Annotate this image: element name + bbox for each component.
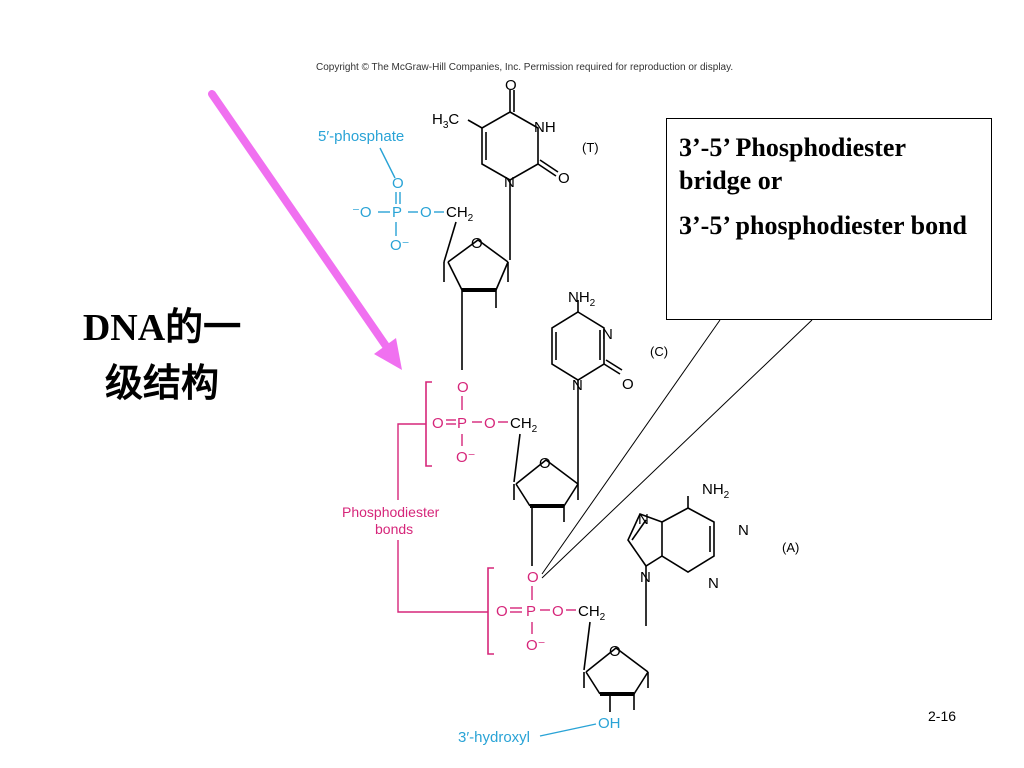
three-prime-hydroxyl-label: 3′-hydroxyl xyxy=(458,729,530,746)
atom-ominus: O⁻ xyxy=(456,449,476,466)
atom-o: O xyxy=(558,170,570,187)
atom-o: O xyxy=(539,455,551,472)
base-label-a: (A) xyxy=(782,540,799,555)
cytosine-labels: NH2 N O N (C) xyxy=(568,289,668,394)
callout-text-1: 3’-5’ Phosphodiester bridge or xyxy=(679,133,906,195)
atom-ch2: CH2 xyxy=(578,603,606,623)
atom-ominus: O⁻ xyxy=(390,237,410,254)
atom-ch2: CH2 xyxy=(446,204,474,224)
callout-pointer xyxy=(541,319,813,579)
atom-p: P xyxy=(457,415,467,432)
atom-nh: NH xyxy=(534,119,556,136)
atom-n: N xyxy=(638,511,649,528)
slide-title-line-2: 级结构 xyxy=(104,363,219,405)
oh-label: OH xyxy=(598,715,621,732)
atom-o: O xyxy=(552,603,564,620)
pointer-arrow xyxy=(208,90,402,370)
atom-nh2: NH2 xyxy=(702,481,730,501)
atom-n: N xyxy=(738,522,749,539)
phosphodiester-bonds-label-2: bonds xyxy=(375,521,413,537)
thymine-base xyxy=(467,90,559,260)
phosphodiester-bond-1: O O P O O⁻ xyxy=(425,379,508,467)
slide-title: DNA的一 级结构 xyxy=(48,300,276,412)
atom-minus-o: ⁻O xyxy=(352,204,372,221)
atom-ominus: O⁻ xyxy=(526,637,546,654)
adenine-base xyxy=(627,496,715,626)
atom-n: N xyxy=(504,174,515,191)
base-label-t: (T) xyxy=(582,140,599,155)
base-label-c: (C) xyxy=(650,344,668,359)
atom-o: O xyxy=(622,376,634,393)
atom-n: N xyxy=(708,575,719,592)
atom-o: O xyxy=(609,643,621,660)
phosphodiester-bonds-label-group: Phosphodiester bonds xyxy=(342,423,488,613)
atom-p: P xyxy=(526,603,536,620)
copyright-notice: Copyright © The McGraw-Hill Companies, I… xyxy=(316,62,734,73)
atom-ch2: CH2 xyxy=(510,415,538,435)
five-prime-phosphate-label: 5′-phosphate xyxy=(318,128,404,145)
atom-o: O xyxy=(432,415,444,432)
atom-h3c: H3C xyxy=(432,111,459,131)
atom-n: N xyxy=(572,377,583,394)
atom-n: N xyxy=(602,326,613,343)
sugar-1 xyxy=(443,221,509,370)
callout-text-2: 3’-5’ phosphodiester bond xyxy=(679,211,967,240)
three-prime-hydroxyl: OH 3′-hydroxyl xyxy=(458,715,621,746)
cytosine-base xyxy=(551,300,623,484)
sugar-2 xyxy=(513,433,579,566)
atom-o: O xyxy=(527,569,539,586)
sugar-3 xyxy=(583,621,649,712)
adenine-labels: NH2 N N N N (A) xyxy=(638,481,799,592)
atom-n: N xyxy=(640,569,651,586)
atom-p: P xyxy=(392,204,402,221)
atom-nh2: NH2 xyxy=(568,289,596,309)
atom-o: O xyxy=(457,379,469,396)
thymine-labels: O NH O N H3C (T) xyxy=(432,77,599,191)
atom-o: O xyxy=(496,603,508,620)
atom-o: O xyxy=(484,415,496,432)
atom-o: O xyxy=(420,204,432,221)
atom-o: O xyxy=(471,235,483,252)
five-prime-phosphate: 5′-phosphate O ⁻O P O O⁻ xyxy=(318,128,444,254)
slide-title-line-1: DNA的一 xyxy=(82,307,242,349)
callout-box: 3’-5’ Phosphodiester bridge or 3’-5’ pho… xyxy=(666,118,992,320)
page-number: 2-16 xyxy=(928,708,957,724)
atom-o: O xyxy=(505,77,517,94)
phosphodiester-bonds-label-1: Phosphodiester xyxy=(342,504,440,520)
phosphodiester-bond-2: O O P O O⁻ xyxy=(487,567,576,655)
atom-o: O xyxy=(392,175,404,192)
